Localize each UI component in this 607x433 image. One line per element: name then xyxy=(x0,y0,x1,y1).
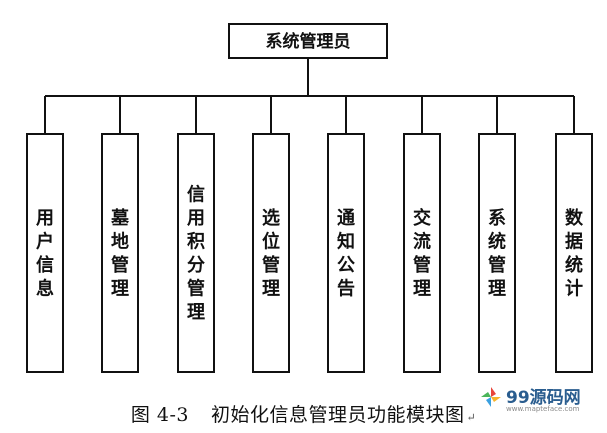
module-label-4: 选位管理 xyxy=(262,208,280,300)
module-box-7 xyxy=(478,133,516,373)
module-box-8 xyxy=(555,133,593,373)
module-label-8: 数据统计 xyxy=(565,207,584,300)
root-label: 系统管理员 xyxy=(266,31,351,52)
module-label-2: 墓地管理 xyxy=(110,208,130,300)
watermark: 99源码网 www.mapteface.com xyxy=(479,383,599,423)
module-boxes: 用户信息 墓地管理 信用积分管理 选位管理 通知公告 交流管理 系统管理 数据统计 xyxy=(26,96,593,373)
module-box-3 xyxy=(177,133,215,373)
module-label-5: 通知公告 xyxy=(337,208,355,300)
caption-figure-number: 图 4-3 xyxy=(130,404,189,426)
module-label-1: 用户信息 xyxy=(36,208,54,300)
watermark-logo-icon xyxy=(481,387,501,407)
module-label-7: 系统管理 xyxy=(488,208,506,300)
watermark-brand: 99源码网 xyxy=(506,388,581,408)
caption-return-mark: ↵ xyxy=(466,411,477,424)
root-box xyxy=(228,23,388,59)
module-box-1 xyxy=(26,133,64,373)
caption-title: 初始化信息管理员功能模块图 xyxy=(210,404,465,426)
figure-caption: 图 4-3 初始化信息管理员功能模块图↵ xyxy=(0,400,607,427)
module-box-2 xyxy=(101,133,139,373)
module-label-6: 交流管理 xyxy=(413,207,431,300)
module-box-4 xyxy=(252,133,290,373)
module-box-5 xyxy=(327,133,365,373)
module-box-6 xyxy=(403,133,441,373)
watermark-url: www.mapteface.com xyxy=(506,405,580,413)
module-label-3: 信用积分管理 xyxy=(187,183,205,323)
